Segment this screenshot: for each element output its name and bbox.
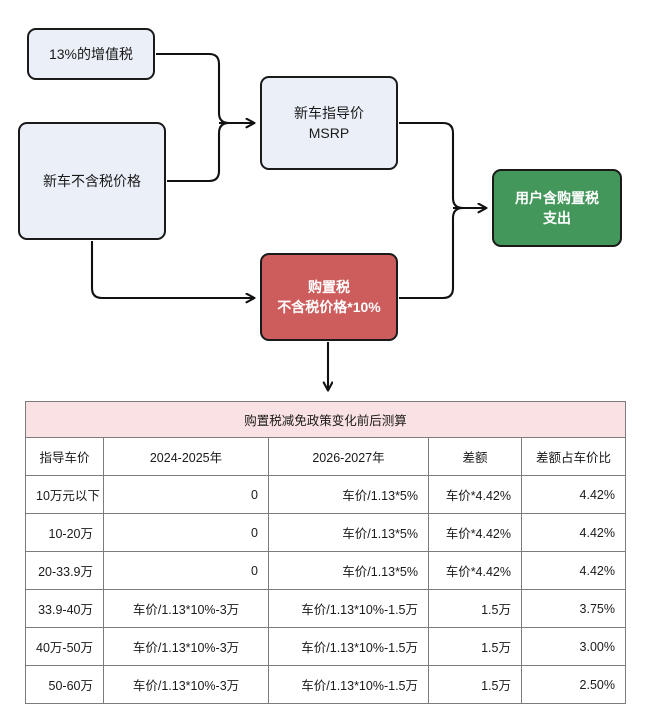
edge-price-tax [90,241,254,298]
table-row: 50-60万 车价/1.13*10%-3万 车价/1.13*10%-1.5万 1… [25,665,626,704]
edge-vat-msrp [156,52,230,125]
node-user-expenditure[interactable]: 用户含购置税 支出 [492,169,622,247]
cell-2024-2025: 车价/1.13*10%-3万 [103,589,269,628]
cell-difference: 车价*4.42% [428,513,522,552]
cell-2024-2025: 0 [103,513,269,552]
node-vat-label: 13%的增值税 [48,45,134,62]
cell-diff-ratio: 3.75% [521,589,626,628]
cell-2024-2025: 车价/1.13*10%-3万 [103,665,269,704]
node-out-label: 用户含购置税 支出 [515,189,599,226]
table-row: 40万-50万 车价/1.13*10%-3万 车价/1.13*10%-1.5万 … [25,627,626,666]
col-header-2026-2027: 2026-2027年 [268,437,429,476]
cell-price-range: 40万-50万 [25,627,104,666]
node-price-label: 新车不含税价格 [43,172,141,189]
node-purchase-tax[interactable]: 购置税 不含税价格*10% [260,253,398,341]
table-row: 33.9-40万 车价/1.13*10%-3万 车价/1.13*10%-1.5万… [25,589,626,628]
cell-price-range: 33.9-40万 [25,589,104,628]
cell-difference: 1.5万 [428,665,522,704]
node-new-car-pretax-price[interactable]: 新车不含税价格 [18,122,166,240]
cell-2026-2027: 车价/1.13*5% [268,475,429,514]
col-header-2024-2025: 2024-2025年 [103,437,269,476]
cell-diff-ratio: 2.50% [521,665,626,704]
table-row: 10万元以下 0 车价/1.13*5% 车价*4.42% 4.42% [25,475,626,514]
cell-difference: 车价*4.42% [428,475,522,514]
edge-price-msrp [167,121,230,183]
cell-price-range: 10万元以下 [25,475,104,514]
edge-msrp-out [399,121,464,210]
cell-price-range: 50-60万 [25,665,104,704]
cell-2024-2025: 0 [103,475,269,514]
cell-difference: 1.5万 [428,627,522,666]
cell-2026-2027: 车价/1.13*10%-1.5万 [268,589,429,628]
table-row: 20-33.9万 0 车价/1.13*5% 车价*4.42% 4.42% [25,551,626,590]
flow-connectors [90,52,650,400]
node-vat[interactable]: 13%的增值税 [27,28,155,80]
col-header-diff-ratio: 差额占车价比 [521,437,626,476]
cell-diff-ratio: 3.00% [521,627,626,666]
node-tax-label: 购置税 不含税价格*10% [277,278,381,315]
table-title: 购置税减免政策变化前后测算 [25,401,626,438]
table-header-row: 指导车价 2024-2025年 2026-2027年 差额 差额占车价比 [25,437,626,476]
cell-diff-ratio: 4.42% [521,551,626,590]
cell-diff-ratio: 4.42% [521,475,626,514]
col-header-difference: 差额 [428,437,522,476]
cell-2026-2027: 车价/1.13*5% [268,513,429,552]
purchase-tax-table: 购置税减免政策变化前后测算 指导车价 2024-2025年 2026-2027年… [25,401,626,704]
cell-2026-2027: 车价/1.13*5% [268,551,429,590]
cell-difference: 1.5万 [428,589,522,628]
cell-diff-ratio: 4.42% [521,513,626,552]
col-header-price-range: 指导车价 [25,437,104,476]
cell-2026-2027: 车价/1.13*10%-1.5万 [268,665,429,704]
cell-2024-2025: 车价/1.13*10%-3万 [103,627,269,666]
table-row: 10-20万 0 车价/1.13*5% 车价*4.42% 4.42% [25,513,626,552]
edge-tax-out [399,206,464,300]
cell-price-range: 20-33.9万 [25,551,104,590]
node-msrp[interactable]: 新车指导价 MSRP [260,76,398,170]
cell-price-range: 10-20万 [25,513,104,552]
cell-difference: 车价*4.42% [428,551,522,590]
table-title-row: 购置税减免政策变化前后测算 [25,401,626,438]
cell-2024-2025: 0 [103,551,269,590]
node-msrp-label: 新车指导价 MSRP [294,104,364,141]
cell-2026-2027: 车价/1.13*10%-1.5万 [268,627,429,666]
